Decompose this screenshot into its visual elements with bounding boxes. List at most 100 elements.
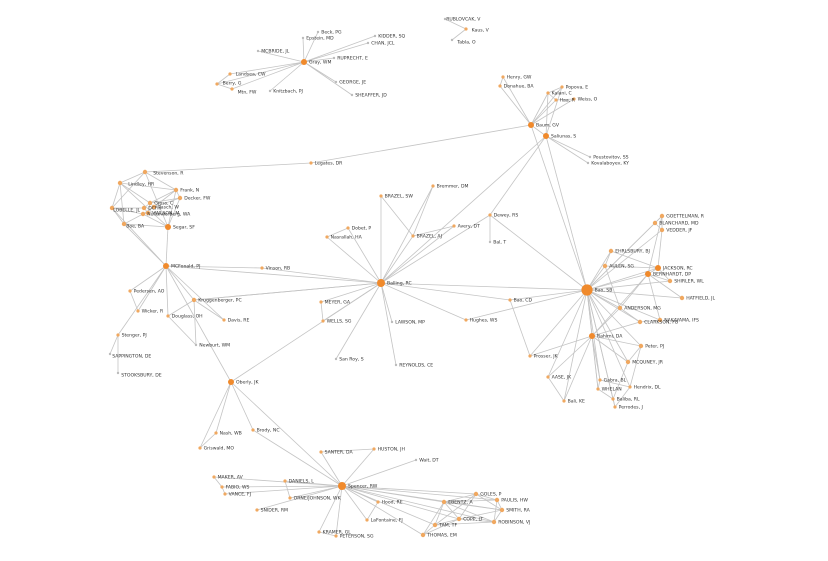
node-goles[interactable] [473, 491, 479, 497]
node-poustovitov[interactable] [588, 155, 592, 159]
node-daniels[interactable] [283, 479, 287, 483]
node-davis[interactable] [222, 318, 226, 322]
node-nash[interactable] [214, 431, 218, 435]
node-nakayama[interactable] [657, 317, 663, 323]
node-mtn[interactable] [230, 87, 234, 91]
node-mcfonald[interactable] [163, 263, 169, 269]
node-baliba[interactable] [611, 397, 615, 401]
node-brody[interactable] [251, 428, 255, 432]
node-nasrallah[interactable] [325, 235, 329, 239]
node-segar[interactable] [165, 224, 171, 230]
node-snider[interactable] [255, 508, 259, 512]
node-smith[interactable] [499, 507, 505, 513]
node-meyer[interactable] [319, 300, 323, 304]
node-maker[interactable] [212, 475, 216, 479]
node-haa[interactable] [554, 98, 558, 102]
node-sappington[interactable] [108, 352, 112, 356]
node-blanchard[interactable] [652, 220, 658, 226]
node-kruggenberger[interactable] [191, 297, 197, 303]
node-jackson[interactable] [655, 265, 661, 271]
node-donahue[interactable] [498, 84, 502, 88]
node-griswald[interactable] [198, 446, 202, 450]
node-sheaffer[interactable] [350, 93, 354, 97]
node-baum[interactable] [528, 122, 534, 128]
node-weiss[interactable] [572, 97, 576, 101]
node-prosser[interactable] [528, 354, 532, 358]
node-hatfield[interactable] [679, 295, 685, 301]
node-lawson[interactable] [390, 320, 394, 324]
node-paulis[interactable] [494, 497, 500, 503]
node-anderson[interactable] [617, 305, 623, 311]
node-mcbride[interactable] [256, 49, 260, 53]
node-vwlson[interactable] [145, 210, 151, 216]
node-brazel_sw[interactable] [379, 194, 383, 198]
node-epstein[interactable] [301, 36, 305, 40]
node-clarkson[interactable] [637, 319, 643, 325]
node-santer[interactable] [319, 450, 323, 454]
node-sanroy[interactable] [334, 357, 338, 361]
node-dewey[interactable] [488, 213, 492, 217]
node-pedersen[interactable] [128, 289, 132, 293]
node-george[interactable] [334, 80, 338, 84]
node-douglass[interactable] [166, 314, 170, 318]
node-perrodes[interactable] [613, 405, 617, 409]
node-hood[interactable] [376, 500, 380, 504]
node-stooksbury[interactable] [116, 371, 120, 375]
node-kovalaboyev[interactable] [586, 161, 590, 165]
node-rublovcak[interactable] [443, 17, 447, 21]
node-lindley[interactable] [117, 180, 123, 186]
node-nullanderberg[interactable] [140, 211, 146, 217]
node-balling[interactable] [377, 279, 385, 287]
node-aase[interactable] [546, 375, 550, 379]
node-legates[interactable] [309, 161, 313, 165]
node-kalani[interactable] [546, 91, 550, 95]
node-bal[interactable] [488, 240, 492, 244]
node-newburt[interactable] [194, 343, 198, 347]
node-henry[interactable] [501, 75, 505, 79]
node-avery[interactable] [452, 224, 456, 228]
node-tam[interactable] [432, 522, 438, 528]
node-bernhardt[interactable] [645, 271, 651, 277]
node-frank[interactable] [173, 187, 179, 193]
node-reynolds[interactable] [394, 363, 398, 367]
node-ruprecht[interactable] [332, 56, 336, 60]
node-whelan[interactable] [596, 387, 600, 391]
node-hendrix[interactable] [628, 385, 632, 389]
node-knitzbach[interactable] [268, 89, 272, 93]
node-ebentz[interactable] [441, 499, 447, 505]
node-dcfin[interactable] [141, 205, 147, 211]
node-spencer[interactable] [338, 482, 346, 490]
node-vinson[interactable] [260, 266, 264, 270]
node-popova[interactable] [560, 85, 564, 89]
node-stenger[interactable] [116, 333, 120, 337]
node-gabra[interactable] [598, 378, 602, 382]
node-brazel_aj[interactable] [411, 234, 415, 238]
node-shirler[interactable] [667, 278, 673, 284]
node-rahimi[interactable] [589, 333, 595, 339]
node-peterson[interactable] [334, 534, 338, 538]
node-peter[interactable] [638, 343, 644, 349]
node-beck[interactable] [316, 30, 320, 34]
node-fabio[interactable] [220, 485, 224, 489]
node-gross[interactable] [147, 200, 153, 206]
node-orne[interactable] [288, 496, 292, 500]
node-tabla[interactable] [450, 38, 454, 42]
node-pasch[interactable] [151, 204, 157, 210]
node-decker[interactable] [177, 195, 183, 201]
node-goettelmann[interactable] [659, 213, 665, 219]
node-bremmer[interactable] [431, 184, 435, 188]
node-wicker[interactable] [136, 309, 140, 313]
node-mcquney[interactable] [625, 359, 631, 365]
node-bao[interactable] [508, 298, 512, 302]
node-lafontaine[interactable] [365, 518, 369, 522]
node-gray[interactable] [301, 59, 307, 65]
node-robinson[interactable] [491, 519, 497, 525]
node-saliunas[interactable] [543, 133, 549, 139]
node-lobelle[interactable] [109, 205, 115, 211]
node-boe[interactable] [121, 221, 127, 227]
node-bao_sb[interactable] [581, 284, 593, 296]
node-thomas[interactable] [420, 532, 426, 538]
node-stevenson[interactable] [142, 169, 148, 175]
node-bali[interactable] [562, 399, 566, 403]
node-huston[interactable] [372, 447, 376, 451]
